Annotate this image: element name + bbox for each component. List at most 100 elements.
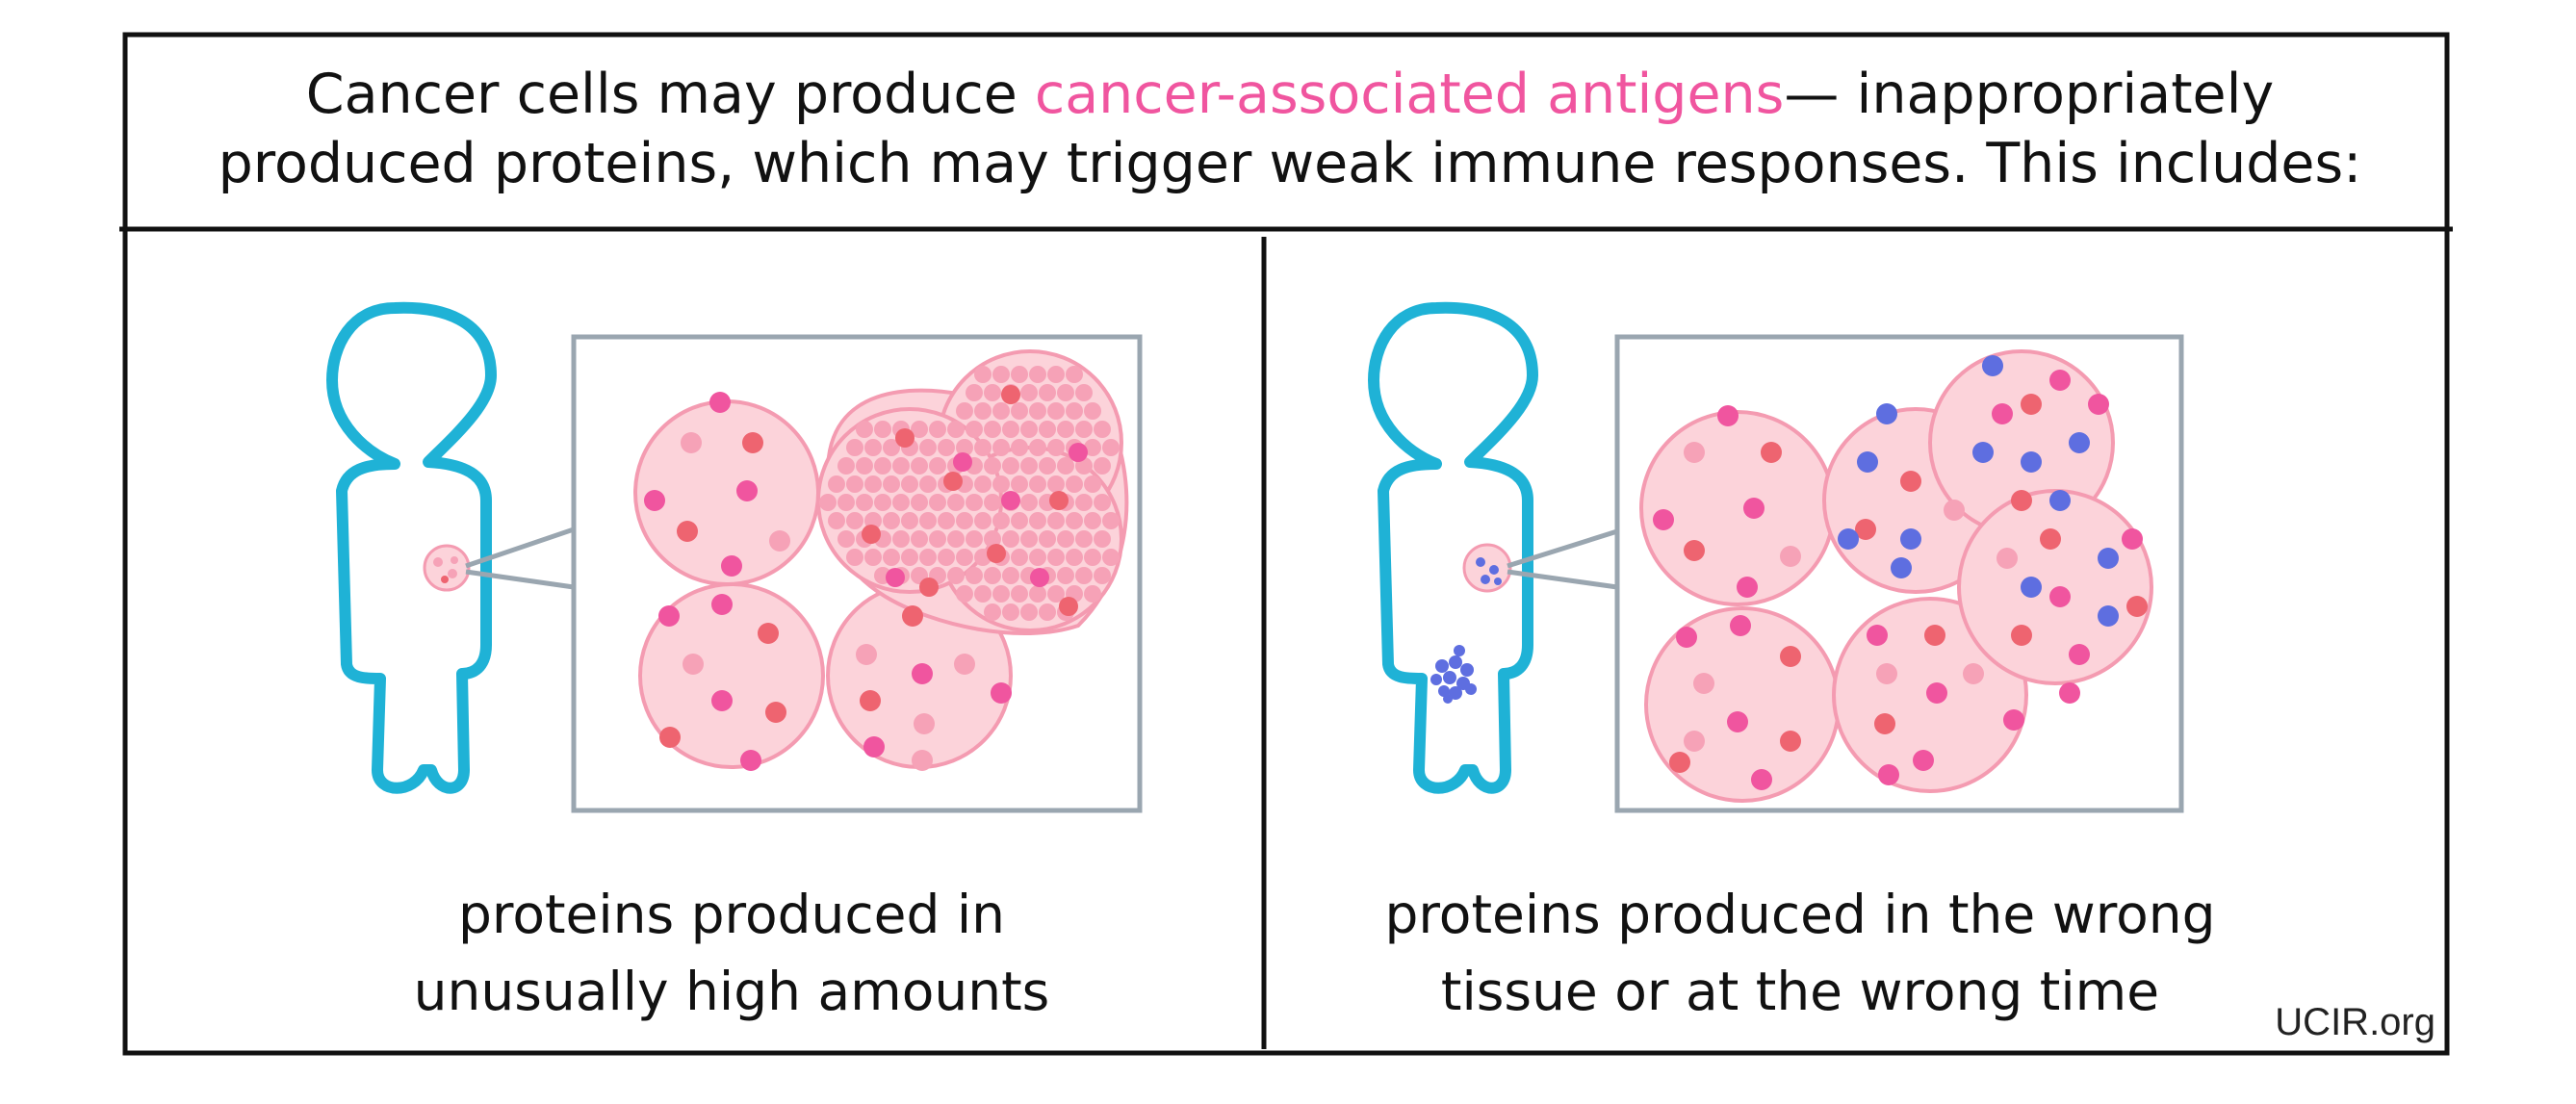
overexpressed-antigen-dot (846, 512, 863, 529)
overexpressed-antigen-dot (895, 428, 914, 448)
overexpressed-antigen-dot (947, 421, 965, 438)
overexpressed-antigen-dot (1030, 568, 1049, 587)
antigen-dot (1926, 682, 1947, 704)
overexpressed-antigen-dot (892, 530, 910, 548)
overexpressed-antigen-dot (1094, 421, 1111, 438)
overexpressed-antigen-dot (966, 421, 983, 438)
overexpressed-antigen-dot (984, 530, 1001, 548)
overexpressed-antigen-dot (864, 549, 882, 566)
header-text: Cancer cells may produce cancer-associat… (125, 60, 2455, 198)
overexpressed-antigen-dot (1011, 439, 1028, 456)
antigen-dot (2049, 370, 2071, 391)
overexpressed-antigen-dot (929, 457, 946, 475)
antigen-dot (1684, 442, 1705, 463)
overexpressed-antigen-dot (911, 494, 928, 511)
overexpressed-antigen-dot (1020, 457, 1038, 475)
human-figure-left (326, 301, 497, 794)
cell-cluster-right (1639, 349, 2153, 803)
antigen-dot (1717, 405, 1739, 426)
overexpressed-antigen-dot (1011, 402, 1028, 420)
overexpressed-antigen-dot (856, 494, 873, 511)
antigen-dot (912, 750, 933, 771)
overexpressed-antigen-dot (984, 384, 1001, 401)
misplaced-antigen-dot (2021, 451, 2042, 473)
antigen-dot (1737, 577, 1758, 598)
overexpressed-antigen-dot (1084, 475, 1101, 493)
misplaced-antigen-dot (1891, 557, 1912, 578)
antigen-dot (902, 605, 923, 627)
antigen-dot (658, 605, 680, 627)
misplaced-antigen-dot (1982, 355, 2003, 376)
antigen-dot (1874, 713, 1895, 734)
overexpressed-antigen-dot (1084, 439, 1101, 456)
overexpressed-antigen-dot (828, 475, 845, 493)
overexpressed-antigen-dot (919, 578, 939, 597)
antigen-dot (860, 690, 881, 711)
antigen-dot (2122, 528, 2143, 550)
overexpressed-antigen-dot (901, 512, 918, 529)
antigen-dot (1780, 546, 1801, 567)
overexpressed-antigen-dot (1066, 475, 1083, 493)
overexpressed-antigen-dot (966, 530, 983, 548)
overexpressed-antigen-dot (1029, 439, 1046, 456)
overexpressed-antigen-dot (1102, 512, 1120, 529)
overexpressed-antigen-dot (874, 494, 891, 511)
overexpressed-antigen-dot (1075, 384, 1093, 401)
overexpressed-antigen-dot (901, 549, 918, 566)
overexpressed-antigen-dot (953, 452, 972, 472)
overexpressed-antigen-dot (1020, 384, 1038, 401)
overexpressed-antigen-dot (1075, 494, 1093, 511)
antigen-dot (758, 623, 779, 644)
overexpressed-antigen-dot (992, 585, 1010, 603)
caption-left-line-2: unusually high amounts (413, 961, 1050, 1022)
overexpressed-antigen-dot (837, 494, 855, 511)
overexpressed-antigen-dot (1057, 421, 1074, 438)
overexpressed-antigen-dot (919, 439, 937, 456)
overexpressed-antigen-dot (1049, 491, 1069, 510)
overexpressed-antigen-dot (1084, 549, 1101, 566)
antigen-dot (659, 727, 681, 748)
antigen-dot (1913, 750, 1934, 771)
overexpressed-antigen-dot (956, 402, 973, 420)
normal-tissue-blue-cluster (1430, 645, 1477, 704)
caption-right-line-2: tissue or at the wrong time (1440, 961, 2160, 1022)
antigen-dot (2069, 644, 2090, 665)
overexpressed-antigen-dot (828, 512, 845, 529)
overexpressed-antigen-dot (947, 567, 965, 584)
overexpressed-antigen-dot (1011, 549, 1028, 566)
zoom-box-left (571, 334, 1143, 813)
antigen-dot (2011, 490, 2032, 511)
antigen-dot (677, 521, 698, 542)
antigen-dot (2011, 625, 2032, 646)
overexpressed-antigen-dot (992, 439, 1010, 456)
overexpressed-antigen-dot (1011, 585, 1028, 603)
overexpressed-antigen-dot (1084, 512, 1101, 529)
overexpressed-antigen-dot (1075, 530, 1093, 548)
antigen-dot (2059, 682, 2080, 704)
overexpressed-antigen-dot (1039, 421, 1056, 438)
antigen-dot (912, 663, 933, 684)
overexpressed-antigen-dot (919, 549, 937, 566)
antigen-dot (2003, 709, 2024, 731)
overexpressed-antigen-dot (883, 549, 900, 566)
overexpressed-antigen-dot (929, 494, 946, 511)
overexpressed-antigen-dot (1047, 439, 1065, 456)
overexpressed-antigen-dot (1029, 512, 1046, 529)
overexpressed-antigen-dot (1084, 402, 1101, 420)
header-line-1-start: Cancer cells may produce (305, 63, 1035, 126)
overexpressed-antigen-dot (1066, 512, 1083, 529)
overexpressed-antigen-dot (874, 421, 891, 438)
overexpressed-antigen-dot (1102, 439, 1120, 456)
overexpressed-antigen-dot (974, 475, 992, 493)
overexpressed-antigen-dot (929, 530, 946, 548)
overexpressed-antigen-dot (992, 512, 1010, 529)
overexpressed-antigen-dot (862, 525, 881, 544)
overexpressed-antigen-dot (856, 421, 873, 438)
overexpressed-antigen-dot (819, 494, 837, 511)
overexpressed-antigen-dot (846, 439, 863, 456)
overexpressed-antigen-dot (984, 567, 1001, 584)
overexpressed-antigen-dot (947, 530, 965, 548)
overexpressed-antigen-dot (1059, 597, 1078, 616)
overexpressed-antigen-dot (886, 568, 905, 587)
antigen-dot (1996, 548, 2018, 569)
